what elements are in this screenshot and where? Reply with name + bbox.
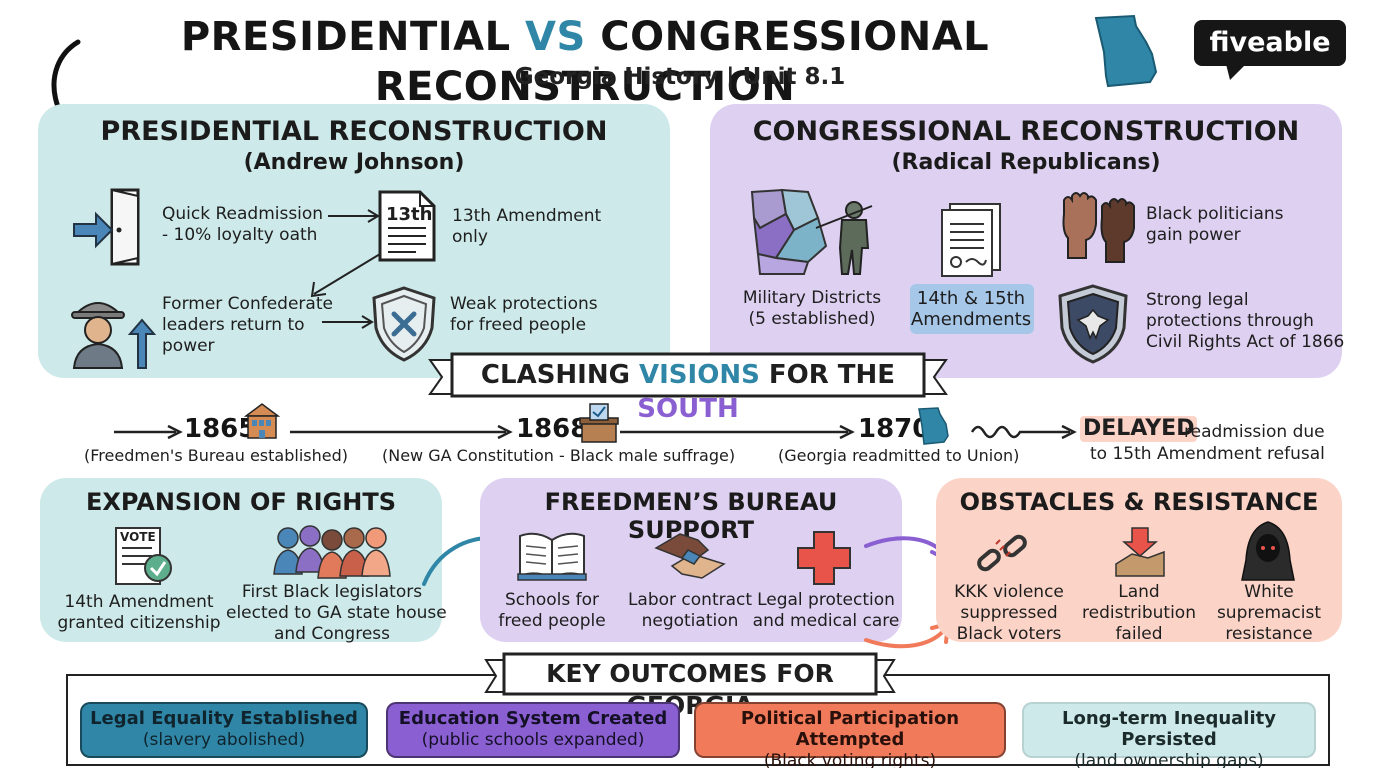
- outcome-education: Education System Created (public schools…: [386, 702, 680, 758]
- presidential-item-3-label: Former Confederate leaders return to pow…: [162, 294, 333, 356]
- timeline-year-1865: 1865: [184, 414, 257, 444]
- bureau-item-2-label: Labor contract negotiation: [627, 590, 753, 631]
- hooded-figure-icon: [1241, 521, 1295, 581]
- timeline-desc-1868: (New GA Constitution - Black male suffra…: [382, 446, 736, 465]
- presidential-subtitle: (Andrew Johnson): [243, 150, 465, 175]
- logo-tail-icon: [1226, 64, 1246, 80]
- broken-chain-icon: [977, 534, 1027, 572]
- delayed-text-line2: to 15th Amendment refusal: [1090, 444, 1325, 464]
- congressional-title: CONGRESSIONAL RECONSTRUCTION: [752, 116, 1300, 147]
- arrow-diagonal: [310, 253, 381, 298]
- outcome-political-participation: Political Participation Attempted (Black…: [694, 702, 1006, 768]
- book-icon: [517, 532, 587, 581]
- rights-title: EXPANSION OF RIGHTS: [85, 488, 396, 516]
- handshake-icon: [654, 533, 726, 579]
- ballot-box-icon: [579, 403, 619, 443]
- congressional-item-2-label: 14th & 15th Amendments: [910, 288, 1032, 330]
- eagle-shield-icon: [1058, 284, 1128, 364]
- document-badge: 13th: [386, 204, 433, 225]
- raised-fists-icon: [1062, 192, 1135, 263]
- rights-item-2-label: First Black legislators elected to GA st…: [226, 582, 447, 644]
- outcome-inequality: Long-term Inequality Persisted (land own…: [1022, 702, 1316, 768]
- outcome-1-main: Legal Equality Established: [90, 708, 358, 729]
- documents-icon: [941, 203, 1001, 277]
- congressional-subtitle: (Radical Republicans): [891, 150, 1161, 175]
- banner-ribbon: [428, 352, 948, 398]
- delayed-badge: DELAYED: [1080, 416, 1198, 442]
- congressional-item-4-label: Strong legal protections through Civil R…: [1146, 290, 1345, 352]
- vote-badge: VOTE: [120, 530, 156, 544]
- obstacles-item-1-label: KKK violence suppressed Black voters: [954, 582, 1064, 644]
- bureau-item-1-label: Schools for freed people: [498, 590, 606, 631]
- people-group-icon: [273, 525, 391, 579]
- outcome-3-sub: (Black voting rights): [763, 751, 937, 768]
- confederate-officer-icon: [71, 302, 157, 369]
- outcome-3-main: Political Participation Attempted: [740, 708, 960, 750]
- outcome-4-sub: (land ownership gaps): [1074, 751, 1264, 768]
- congressional-panel: CONGRESSIONAL RECONSTRUCTION (Radical Re…: [710, 104, 1345, 378]
- congressional-item-1-label: Military Districts (5 established): [742, 288, 882, 329]
- bureau-title: FREEDMEN’S BUREAU SUPPORT: [544, 488, 838, 544]
- obstacles-title: OBSTACLES & RESISTANCE: [959, 488, 1319, 516]
- presidential-item-4-label: Weak protections for freed people: [450, 294, 598, 335]
- presidential-item-2-label: 13th Amendment only: [452, 206, 602, 247]
- outcome-legal-equality: Legal Equality Established (slavery abol…: [80, 702, 368, 758]
- building-icon: [243, 403, 281, 439]
- obstacles-item-3-label: White supremacist resistance: [1216, 582, 1322, 644]
- presidential-panel: PRESIDENTIAL RECONSTRUCTION (Andrew John…: [38, 104, 670, 378]
- congressional-item-3-label: Black politicians gain power: [1146, 204, 1284, 245]
- georgia-icon: [918, 407, 949, 445]
- presidential-title: PRESIDENTIAL RECONSTRUCTION: [100, 116, 608, 147]
- medical-cross-icon: [797, 531, 851, 585]
- obstacles-panel: OBSTACLES & RESISTANCE KKK violence supp…: [936, 478, 1342, 644]
- timeline-desc-1865: (Freedmen's Bureau established): [84, 446, 348, 465]
- page-title: PRESIDENTIAL VS CONGRESSIONAL RECONSTRUC…: [180, 14, 990, 110]
- bureau-panel: FREEDMEN’S BUREAU SUPPORT Schools for fr…: [480, 478, 902, 642]
- arrow-to-shield: [322, 315, 374, 329]
- amendments-badge: [910, 284, 1034, 334]
- broken-shield-icon: [372, 286, 436, 362]
- outcome-4-main: Long-term Inequality Persisted: [1062, 708, 1276, 750]
- presidential-item-1-label: Quick Readmission - 10% loyalty oath: [162, 204, 324, 245]
- rights-item-1-label: 14th Amendment granted citizenship: [57, 592, 221, 633]
- outcomes-ribbon: [484, 652, 896, 696]
- vote-checklist-icon: [115, 527, 172, 585]
- timeline-desc-1870: (Georgia readmitted to Union): [778, 446, 1020, 465]
- timeline-year-1868: 1868: [516, 414, 589, 444]
- arrow-to-13th: [328, 209, 380, 223]
- document-icon: [378, 190, 436, 262]
- outcome-2-sub: (public schools expanded): [421, 730, 645, 750]
- obstacles-item-2-label: Land redistribution failed: [1082, 582, 1196, 644]
- outcome-1-sub: (slavery abolished): [142, 730, 306, 750]
- fiveable-logo: fiveable: [1194, 20, 1346, 66]
- timeline-year-1870: 1870: [858, 414, 931, 444]
- bureau-item-3-label: Legal protection and medical care: [752, 590, 900, 631]
- rights-panel: EXPANSION OF RIGHTS VOTE 14th Amendment …: [40, 478, 447, 644]
- outcome-2-main: Education System Created: [398, 708, 668, 729]
- banner-title: CLASHING VISIONS FOR THE SOUTH: [480, 360, 896, 424]
- delayed-text: readmission due: [1184, 422, 1325, 442]
- district-map-icon: [750, 188, 873, 275]
- door-icon: [73, 188, 140, 266]
- georgia-map-icon: [1094, 14, 1158, 88]
- page-subtitle: Georgia History | Unit 8.1: [514, 64, 846, 90]
- timeline-arrows: [114, 424, 1077, 440]
- land-arrow-icon: [1115, 527, 1165, 577]
